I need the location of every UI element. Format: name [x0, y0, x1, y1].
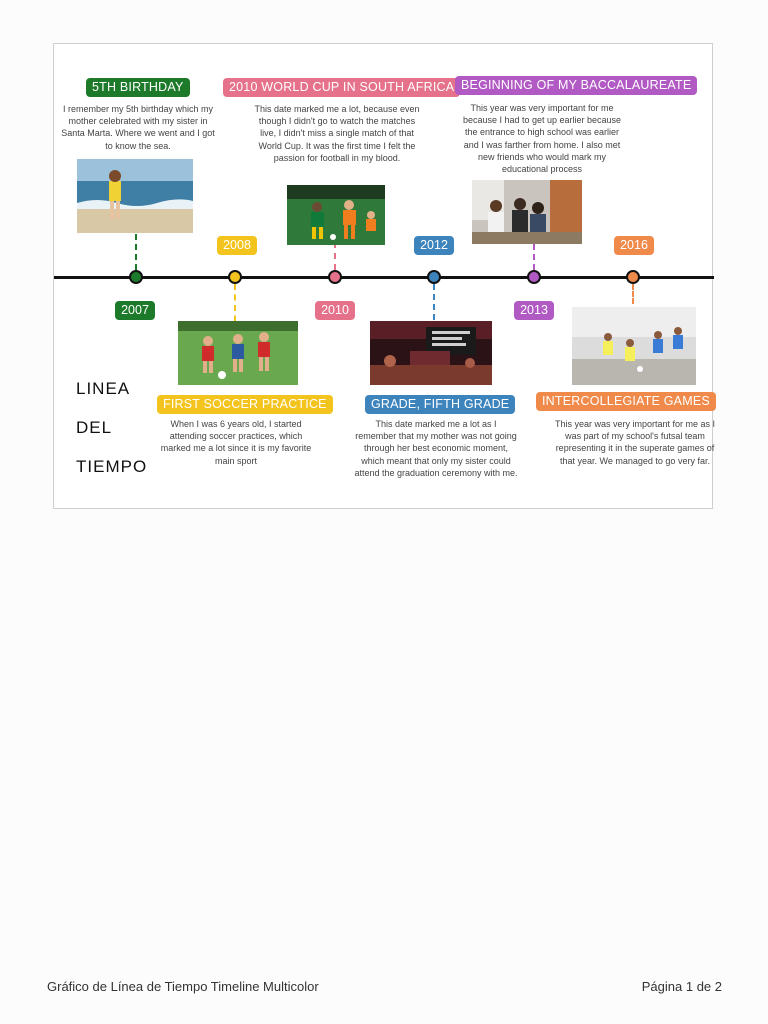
event-title-baccalaureate: BEGINNING OF MY BACCALAUREATE — [455, 76, 698, 95]
timeline-axis — [54, 276, 714, 279]
event-description-5th-birthday: I remember my 5th birthday which my moth… — [61, 104, 215, 151]
dot-2012 — [427, 270, 441, 284]
event-description-first-soccer-practice: When I was 6 years old, I started attend… — [160, 419, 312, 466]
year-label-2010: 2010 — [315, 301, 355, 320]
year-label-2012: 2012 — [414, 236, 454, 255]
side-title-line-3: TIEMPO — [76, 457, 148, 476]
year-label-2008: 2008 — [217, 236, 257, 255]
event-description-world-cup: This date marked me a lot, because even … — [254, 104, 420, 163]
footer-page-number: Página 1 de 2 — [641, 979, 722, 994]
connector-2016 — [632, 284, 634, 304]
year-label-2007: 2007 — [115, 301, 155, 320]
dot-2008 — [228, 270, 242, 284]
side-title-line-2: DEL — [76, 418, 113, 437]
dot-2007 — [129, 270, 143, 284]
connector-2013 — [533, 244, 535, 270]
futsal-game-photo — [572, 307, 696, 385]
kids-soccer-photo — [178, 321, 298, 385]
graduation-ceremony-photo — [370, 321, 492, 385]
event-description-baccalaureate: This year was very important for me beca… — [462, 103, 622, 175]
year-label-2016: 2016 — [614, 236, 654, 255]
event-title-first-soccer-practice: FIRST SOCCER PRACTICE — [157, 395, 333, 414]
footer-document-title: Gráfico de Línea de Tiempo Timeline Mult… — [47, 979, 319, 994]
event-title-intercollegiate-games: INTERCOLLEGIATE GAMES — [536, 392, 716, 411]
year-label-2013: 2013 — [514, 301, 554, 320]
classroom-photo — [472, 180, 582, 244]
dot-2010 — [328, 270, 342, 284]
side-title-line-1: LINEA — [76, 379, 131, 398]
dot-2013 — [527, 270, 541, 284]
event-description-fifth-grade: This date marked me a lot as I remember … — [354, 419, 518, 478]
connector-2012 — [433, 284, 435, 320]
world-cup-match-photo — [287, 185, 385, 245]
dot-2016 — [626, 270, 640, 284]
child-at-beach-photo — [77, 159, 193, 233]
event-title-world-cup: 2010 WORLD CUP IN SOUTH AFRICA — [223, 78, 461, 97]
timeline-card: 2007 2008 2010 2012 2013 2016 5TH BIRTHD… — [53, 43, 716, 509]
event-title-fifth-grade: GRADE, FIFTH GRADE — [365, 395, 516, 414]
connector-2010 — [334, 242, 336, 270]
connector-2007 — [135, 234, 137, 270]
event-title-5th-birthday: 5TH BIRTHDAY — [86, 78, 190, 97]
event-description-intercollegiate-games: This year was very important for me as I… — [554, 419, 716, 466]
